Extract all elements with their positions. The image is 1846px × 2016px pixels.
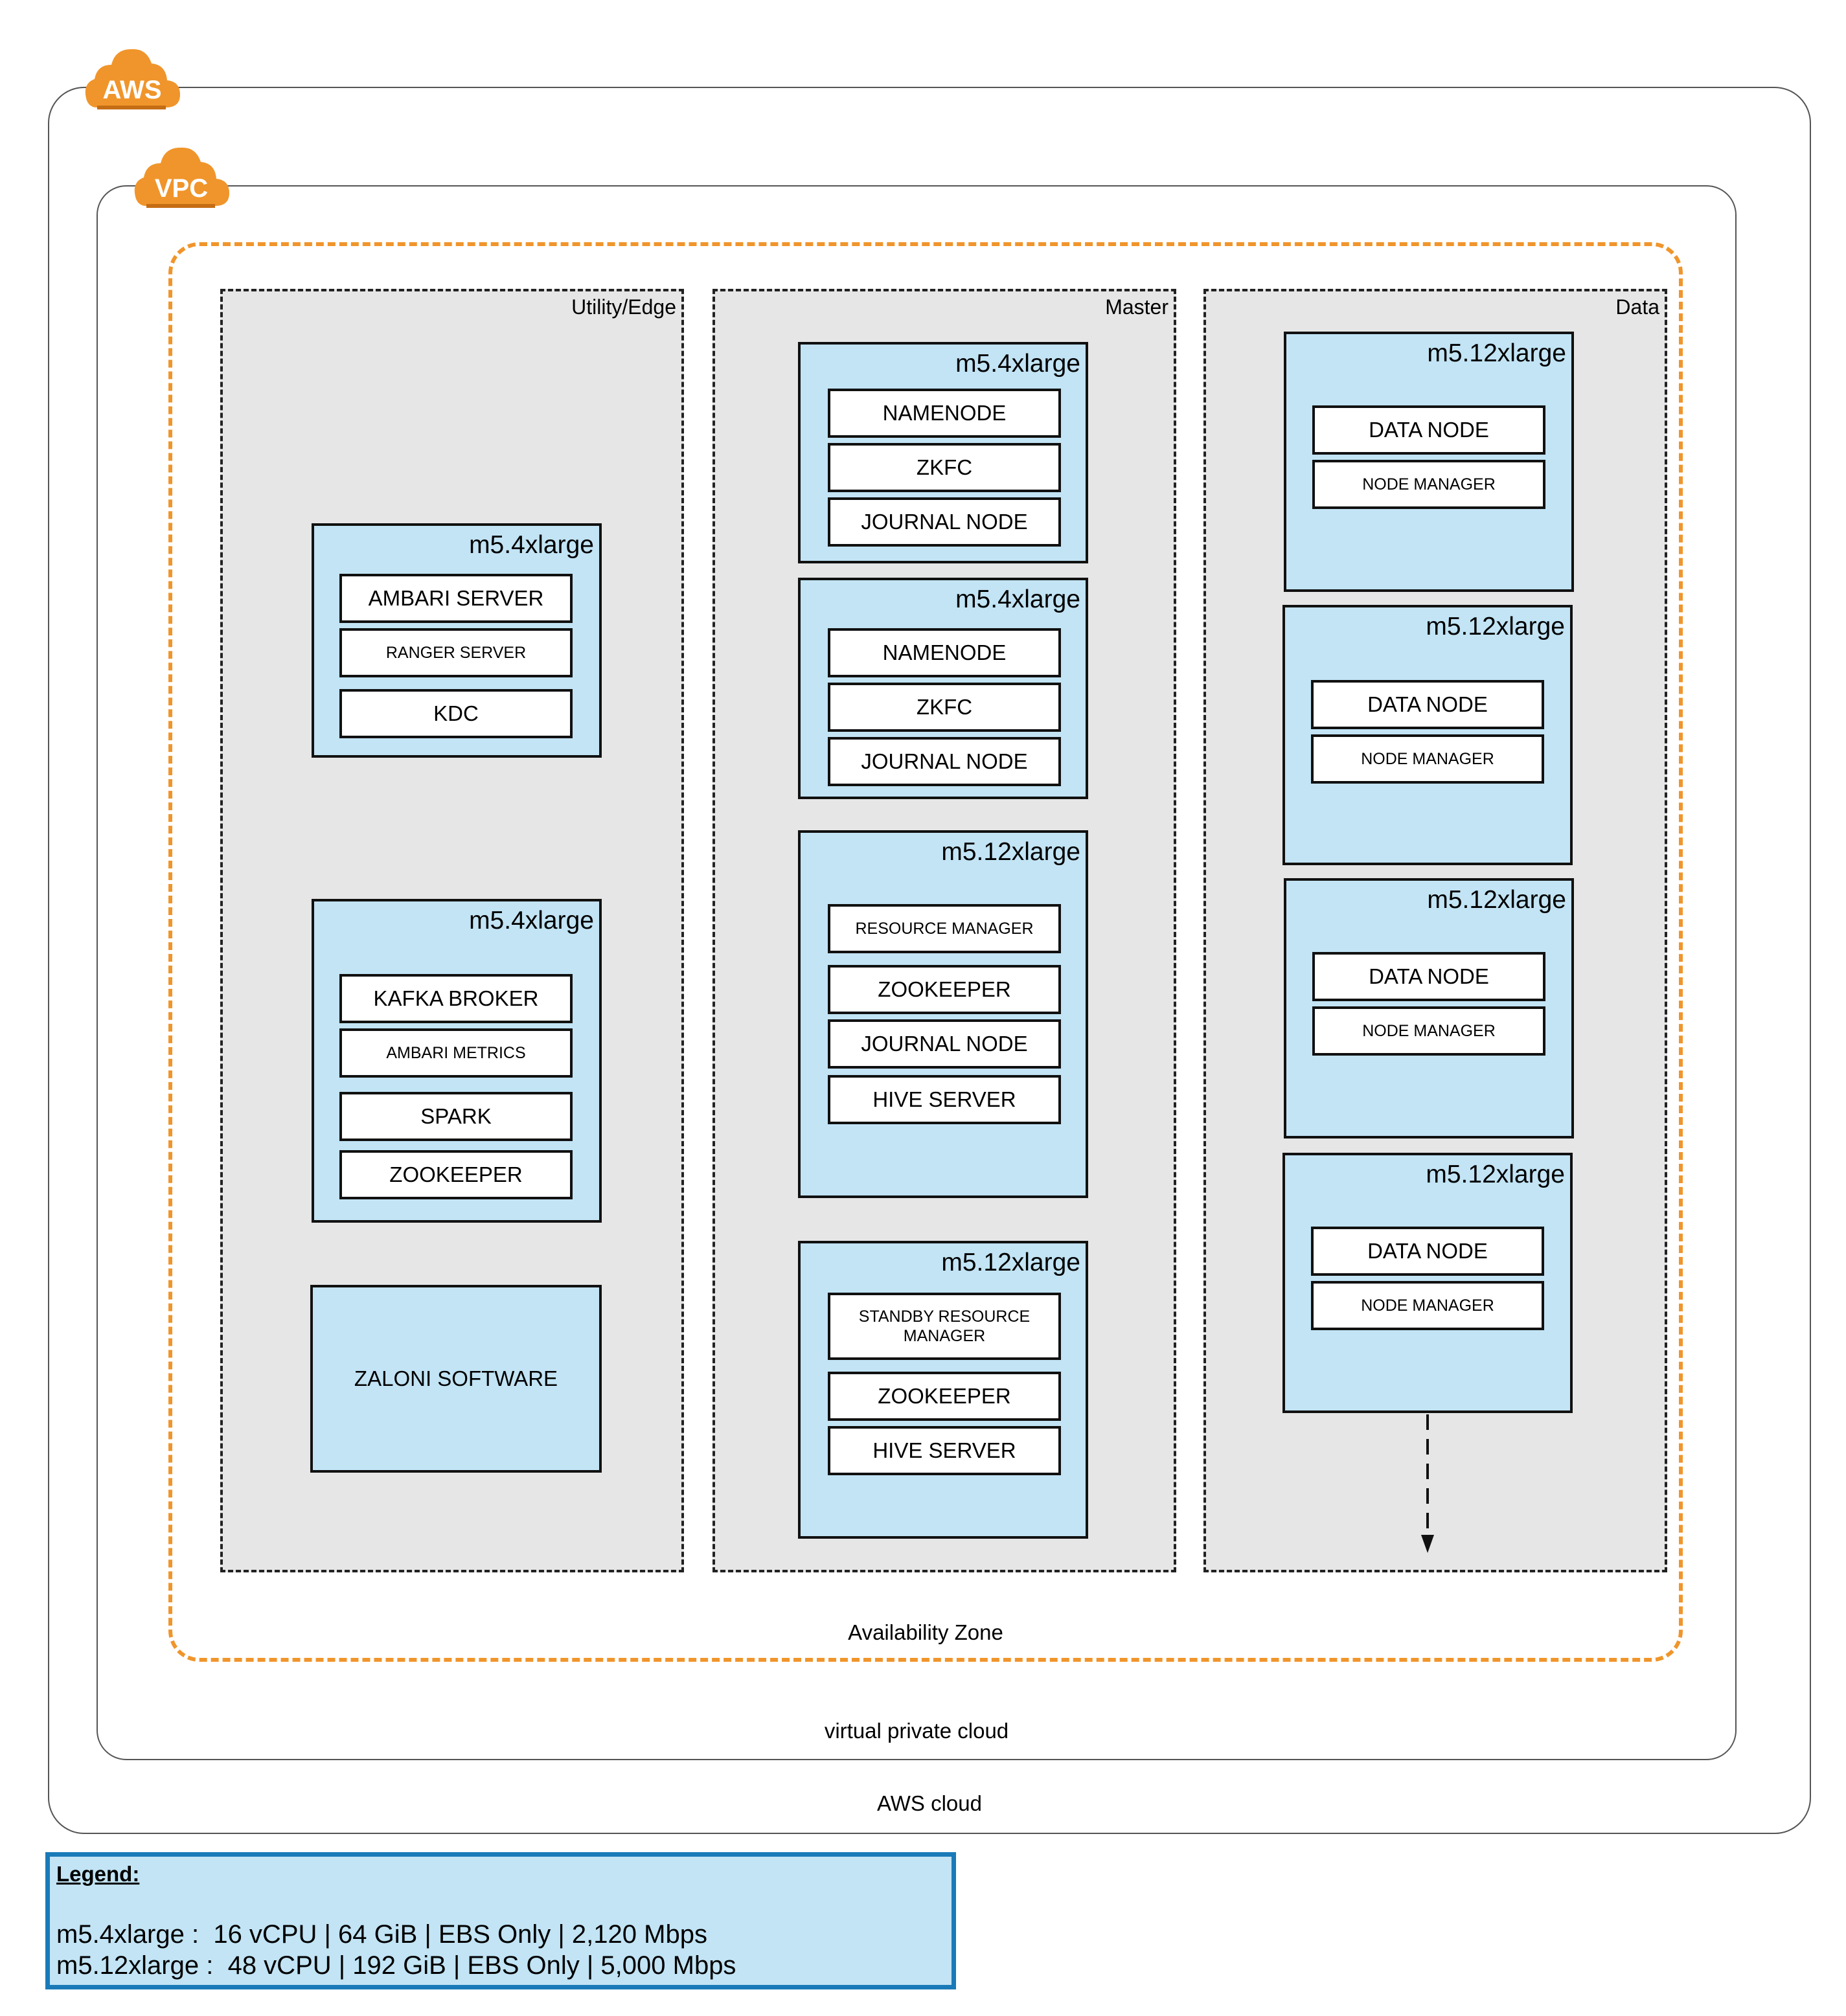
aws-cloud-caption: AWS cloud [876, 1791, 982, 1815]
service-namenode: NAMENODE [828, 628, 1061, 677]
vpc-caption: virtual private cloud [824, 1719, 1009, 1743]
aws-cloud-container: AWS cloud [48, 87, 1811, 1834]
service-node-manager: NODE MANAGER [1312, 1006, 1545, 1056]
legend-line-m5-12xlarge: m5.12xlarge : 48 vCPU | 192 GiB | EBS On… [56, 1951, 736, 1980]
vpc-container: virtual private cloud [97, 185, 1737, 1760]
instance-master-3: m5.12xlarge [798, 830, 1088, 1198]
service-namenode: NAMENODE [828, 389, 1061, 438]
service-node-manager: NODE MANAGER [1311, 734, 1544, 784]
availability-zone: Availability Zone [168, 242, 1683, 1662]
service-standby-resource-manager: STANDBY RESOURCE MANAGER [828, 1293, 1061, 1360]
aws-badge-label: AWS [102, 76, 161, 104]
instance-type-label: m5.12xlarge [941, 838, 1080, 866]
service-spark: SPARK [339, 1092, 573, 1141]
service-data-node: DATA NODE [1311, 1227, 1544, 1276]
legend-box: Legend: m5.4xlarge : 16 vCPU | 64 GiB | … [45, 1852, 956, 1989]
service-ambari-metrics: AMBARI METRICS [339, 1028, 573, 1078]
service-journal-node: JOURNAL NODE [828, 737, 1061, 786]
aws-cloud-icon: AWS [83, 45, 181, 113]
legend-line-m5-4xlarge: m5.4xlarge : 16 vCPU | 64 GiB | EBS Only… [56, 1920, 707, 1949]
instance-type-label: m5.12xlarge [1427, 886, 1566, 914]
vpc-cloud-icon: VPC [132, 144, 231, 211]
zaloni-software-box: ZALONI SOFTWARE [310, 1285, 602, 1473]
instance-type-label: m5.4xlarge [955, 585, 1080, 613]
zone-label: Utility/Edge [571, 295, 676, 319]
zone-label: Master [1105, 295, 1168, 319]
service-data-node: DATA NODE [1311, 680, 1544, 729]
instance-type-label: m5.12xlarge [1427, 339, 1566, 367]
service-zookeeper: ZOOKEEPER [828, 965, 1061, 1014]
service-hive-server: HIVE SERVER [828, 1426, 1061, 1475]
instance-type-label: m5.4xlarge [469, 531, 594, 559]
service-data-node: DATA NODE [1312, 952, 1545, 1001]
instance-type-label: m5.12xlarge [1426, 1161, 1565, 1188]
legend-title: Legend: [56, 1862, 140, 1886]
service-node-manager: NODE MANAGER [1311, 1281, 1544, 1330]
service-journal-node: JOURNAL NODE [828, 1019, 1061, 1069]
service-zkfc: ZKFC [828, 683, 1061, 732]
instance-type-label: m5.12xlarge [941, 1249, 1080, 1276]
instance-type-label: m5.12xlarge [1426, 613, 1565, 640]
instance-type-label: m5.4xlarge [469, 907, 594, 934]
service-resource-manager: RESOURCE MANAGER [828, 904, 1061, 953]
zaloni-software-label: ZALONI SOFTWARE [354, 1366, 558, 1390]
scale-out-arrow [1415, 1412, 1441, 1560]
service-kafka-broker: KAFKA BROKER [339, 974, 573, 1023]
service-ambari-server: AMBARI SERVER [339, 574, 573, 623]
service-hive-server: HIVE SERVER [828, 1075, 1061, 1124]
service-zookeeper: ZOOKEEPER [828, 1372, 1061, 1421]
availability-zone-caption: Availability Zone [848, 1620, 1003, 1644]
service-node-manager: NODE MANAGER [1312, 460, 1545, 509]
service-journal-node: JOURNAL NODE [828, 497, 1061, 547]
vpc-badge-label: VPC [155, 174, 208, 203]
service-kdc: KDC [339, 689, 573, 738]
service-zookeeper: ZOOKEEPER [339, 1150, 573, 1199]
service-zkfc: ZKFC [828, 443, 1061, 492]
service-data-node: DATA NODE [1312, 405, 1545, 455]
zone-label: Data [1615, 295, 1659, 319]
instance-type-label: m5.4xlarge [955, 350, 1080, 378]
service-ranger-server: RANGER SERVER [339, 628, 573, 677]
